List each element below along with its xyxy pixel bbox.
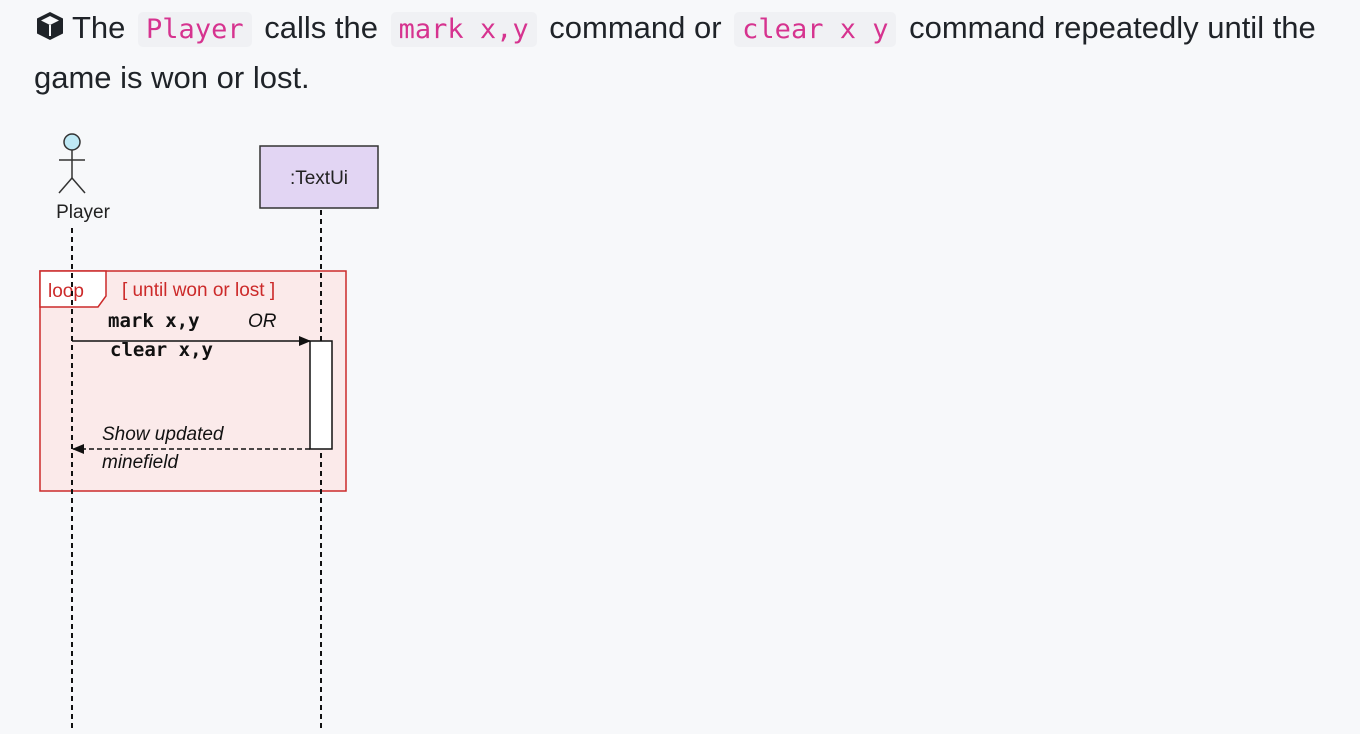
player-actor-label: Player: [56, 202, 111, 223]
paragraph-text-4: command repeatedly until the game is won…: [34, 10, 1316, 95]
paragraph-text-3: command or: [549, 10, 722, 45]
return-message-label-2: minefield: [102, 452, 179, 473]
clear-message-label: clear x,y: [110, 339, 213, 361]
loop-keyword: loop: [48, 281, 84, 302]
loop-fragment-tab: [39, 270, 107, 308]
description-paragraph: The Player calls the mark x,y command or…: [34, 4, 1334, 102]
return-message-label-1: Show updated: [102, 424, 225, 445]
player-actor-icon: [58, 133, 86, 194]
player-code: Player: [138, 12, 252, 47]
textui-object-label: :TextUi: [290, 168, 348, 189]
clear-command-code: clear x y: [734, 12, 897, 47]
mark-command-code: mark x,y: [390, 12, 537, 47]
mark-message-label: mark x,y: [108, 310, 200, 332]
loop-guard: [ until won or lost ]: [122, 280, 275, 301]
or-label: OR: [248, 311, 277, 332]
paragraph-text-1: The: [72, 10, 126, 45]
paragraph-text-2: calls the: [264, 10, 378, 45]
textui-object-box: [259, 145, 379, 209]
box-icon: [37, 12, 63, 40]
textui-activation-bar: [309, 340, 333, 450]
